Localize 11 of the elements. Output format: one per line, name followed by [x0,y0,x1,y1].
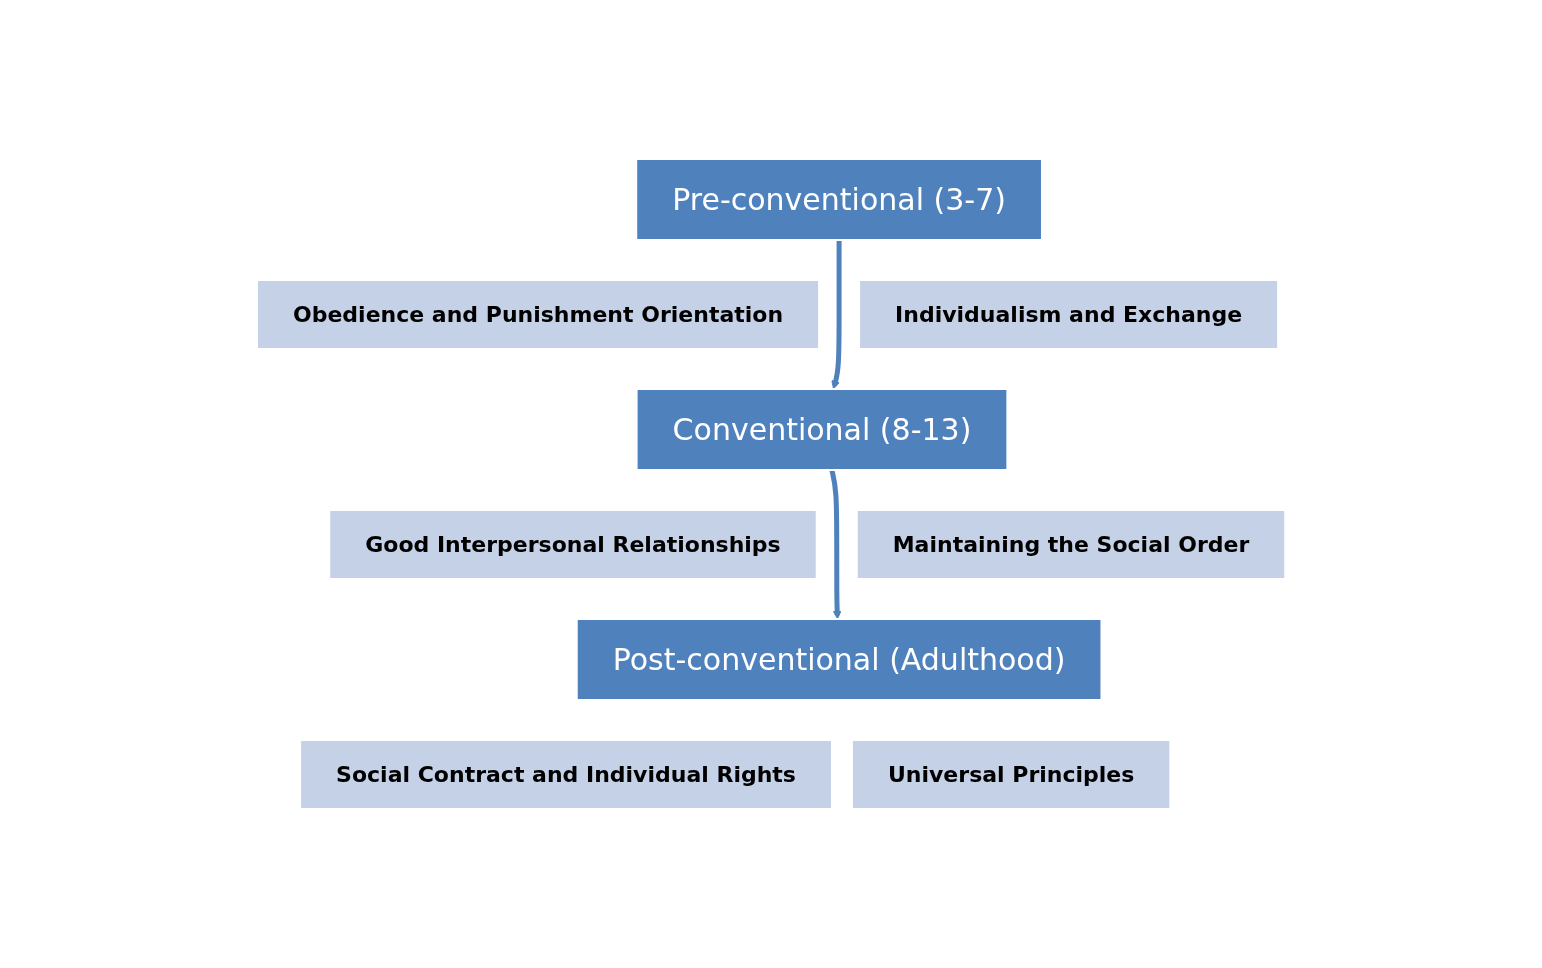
node-box: Pre-conventional (3-7) [635,158,1043,241]
node-box: Maintaining the Social Order [855,509,1287,580]
arrow [831,240,842,390]
node-box: Social Contract and Individual Rights [299,739,833,810]
node-box: Good Interpersonal Relationships [328,509,818,580]
arrow [829,469,842,620]
node-box: Conventional (8-13) [635,388,1009,471]
node-box: Individualism and Exchange [857,279,1279,350]
node-box: Universal Principles [850,739,1172,810]
node-box: Post-conventional (Adulthood) [575,618,1103,701]
node-box: Obedience and Punishment Orientation [255,279,820,350]
